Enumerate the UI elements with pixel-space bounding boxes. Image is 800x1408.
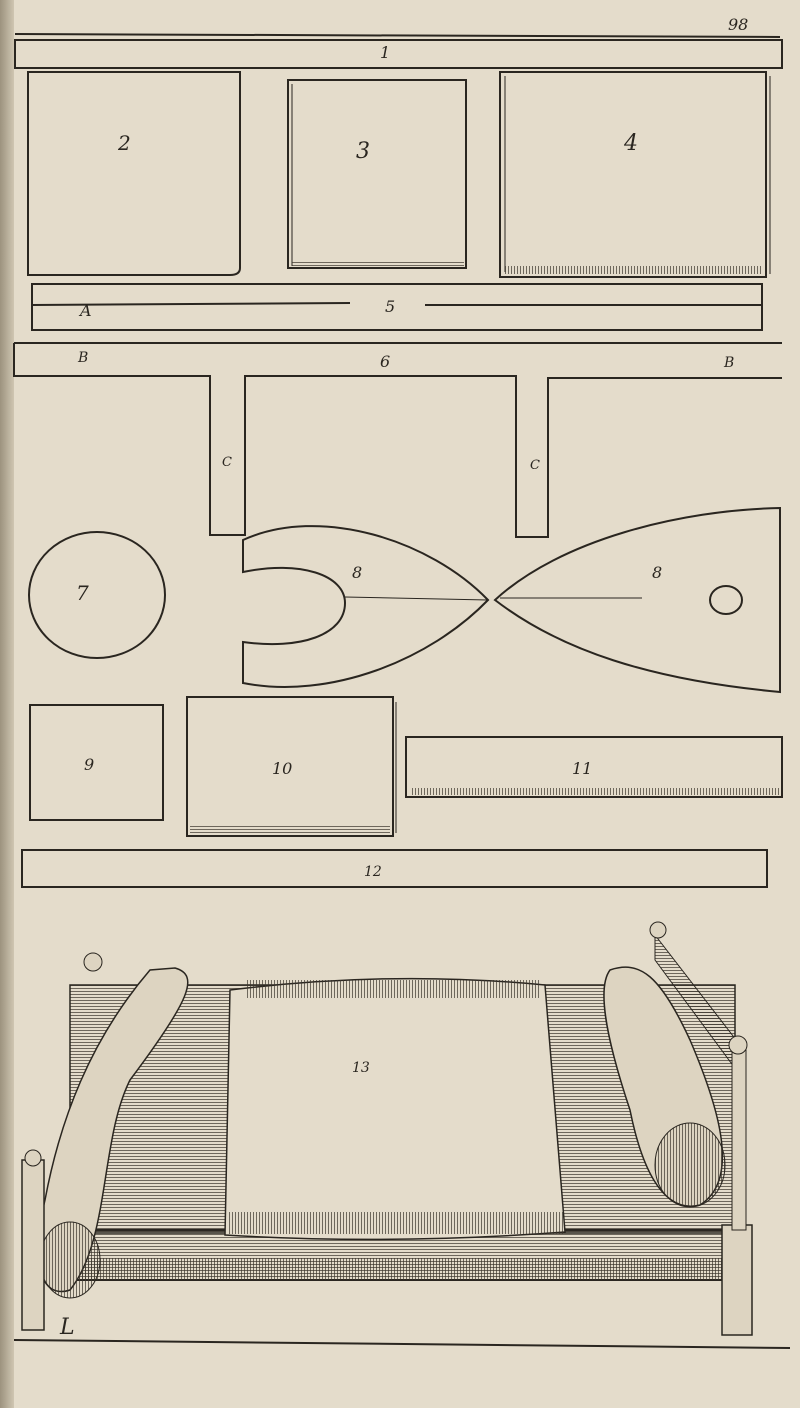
- label-9: 9: [84, 755, 94, 774]
- figure-12-board: 12: [21, 849, 768, 888]
- bed-cover: [224, 977, 566, 1241]
- figure-13-bed: 13: [21, 921, 753, 1336]
- label-5: 5: [385, 297, 395, 316]
- label-b-left: B: [77, 350, 88, 366]
- bed-post-left: [21, 1159, 45, 1331]
- bed-post-right: [721, 1224, 753, 1336]
- label-c-left: C: [222, 455, 232, 470]
- engraver-mark: L: [59, 1315, 75, 1340]
- top-rule: [14, 33, 781, 38]
- finial-right: [649, 921, 667, 939]
- figure-7-round: 7: [28, 531, 166, 659]
- label-13: 13: [352, 1060, 370, 1076]
- figure-1-board: 1: [14, 39, 783, 69]
- figure-4-panel: 4: [499, 71, 771, 278]
- label-b-right: B: [723, 355, 734, 371]
- page-number: 98: [728, 15, 748, 34]
- bottom-rule: [13, 1339, 791, 1349]
- figure-8-left-shape: 8: [242, 525, 490, 688]
- label-6: 6: [380, 352, 390, 371]
- label-2: 2: [117, 131, 131, 155]
- label-12: 12: [364, 864, 382, 880]
- book-binding-edge: [0, 0, 14, 1408]
- label-10: 10: [272, 759, 292, 778]
- label-8-right: 8: [652, 563, 662, 582]
- label-1: 1: [380, 43, 390, 62]
- label-4: 4: [623, 131, 638, 156]
- figure-10-panel: 10: [186, 696, 397, 837]
- figure-3-panel: 3: [287, 79, 467, 269]
- figure-5-strips: A 5: [31, 283, 763, 331]
- figure-6-headboard: B 6 B C C: [13, 342, 782, 538]
- label-3: 3: [356, 139, 370, 164]
- label-11: 11: [572, 759, 592, 778]
- figure-2-panel: 2: [27, 71, 241, 276]
- finial-left: [83, 952, 103, 972]
- label-8-left: 8: [352, 563, 362, 582]
- figure-8-right-shape: 8: [493, 506, 781, 694]
- label-7: 7: [76, 581, 89, 605]
- figure-11-bar: 11: [405, 736, 783, 798]
- label-a: A: [78, 301, 92, 320]
- label-c-right: C: [530, 458, 540, 473]
- figure-9-panel: 9: [29, 704, 164, 821]
